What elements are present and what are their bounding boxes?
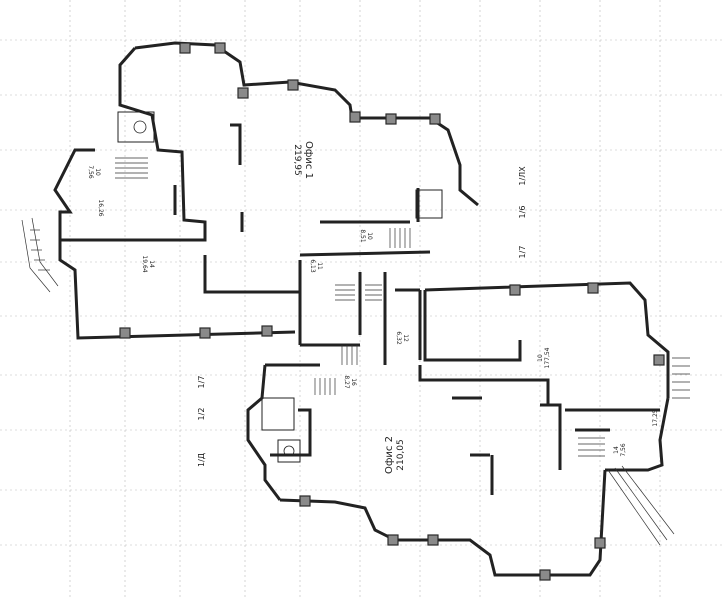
stair-left-exterior (21, 217, 59, 293)
axis-label: 1/Д (197, 453, 206, 467)
svg-text:14: 14 (148, 260, 155, 268)
toilets (117, 111, 443, 463)
svg-text:12: 12 (402, 334, 409, 342)
staircases (21, 157, 690, 546)
svg-text:11: 11 (316, 262, 323, 270)
stair-core (335, 284, 382, 365)
axis-label: 1/7 (518, 246, 527, 259)
room-small: 10 8,51 (359, 229, 373, 243)
svg-text:16: 16 (350, 378, 357, 386)
room-area: 210,05 (396, 439, 406, 471)
stair-right-inner (578, 437, 605, 457)
walls-office-1 (53, 41, 479, 340)
room-small: 14 19,64 (141, 255, 155, 272)
room-small: 14 7,56 (613, 443, 627, 457)
room-small: 10 7,56 (87, 165, 101, 179)
room-office-2: Офис 2 210,05 (384, 436, 406, 474)
room-small: 12 6,32 (395, 331, 409, 345)
room-small: 10 177,54 (537, 347, 551, 368)
svg-text:6,32: 6,32 (395, 331, 402, 345)
axis-label: 1/2 (197, 408, 206, 421)
svg-text:16,26: 16,26 (97, 199, 104, 216)
room-small: 17,25 (652, 409, 659, 426)
axis-markers: 1/ЛХ 1/6 1/7 1/7 1/2 1/Д (197, 166, 527, 467)
walls-office-2 (246, 364, 607, 581)
room-small: 16,26 (97, 199, 104, 216)
svg-text:10: 10 (537, 354, 544, 362)
svg-text:7,56: 7,56 (87, 165, 94, 179)
axis-label: 1/ЛХ (518, 166, 527, 186)
svg-text:10: 10 (366, 232, 373, 240)
room-title: Офис 1 (303, 141, 314, 179)
axis-label: 1/7 (197, 376, 206, 389)
room-office-1: Офис 1 219,95 (292, 141, 314, 179)
room-title: Офис 2 (384, 436, 395, 474)
room-small: 16 8,27 (343, 375, 357, 389)
ramp-right (607, 465, 675, 546)
svg-text:17,25: 17,25 (652, 409, 659, 426)
stair-upper-core (389, 228, 411, 248)
svg-text:19,64: 19,64 (141, 255, 148, 272)
svg-text:8,27: 8,27 (343, 375, 350, 389)
room-labels: Офис 1 219,95 Офис 2 210,05 10 7,56 16,2… (87, 141, 659, 474)
stair-lower-mid (314, 378, 336, 395)
svg-text:6,13: 6,13 (309, 259, 316, 273)
svg-text:14: 14 (613, 446, 620, 454)
svg-text:10: 10 (94, 168, 101, 176)
axis-label: 1/6 (518, 206, 527, 219)
svg-text:7,56: 7,56 (620, 443, 627, 457)
room-area: 219,95 (292, 144, 302, 176)
walls-core (265, 250, 431, 367)
svg-text:177,54: 177,54 (544, 347, 551, 368)
svg-text:8,51: 8,51 (359, 229, 366, 243)
walls-right-wing (423, 281, 670, 472)
stair-top-left (115, 157, 148, 179)
room-small: 11 6,13 (309, 259, 323, 273)
stair-right-exterior (672, 357, 690, 399)
